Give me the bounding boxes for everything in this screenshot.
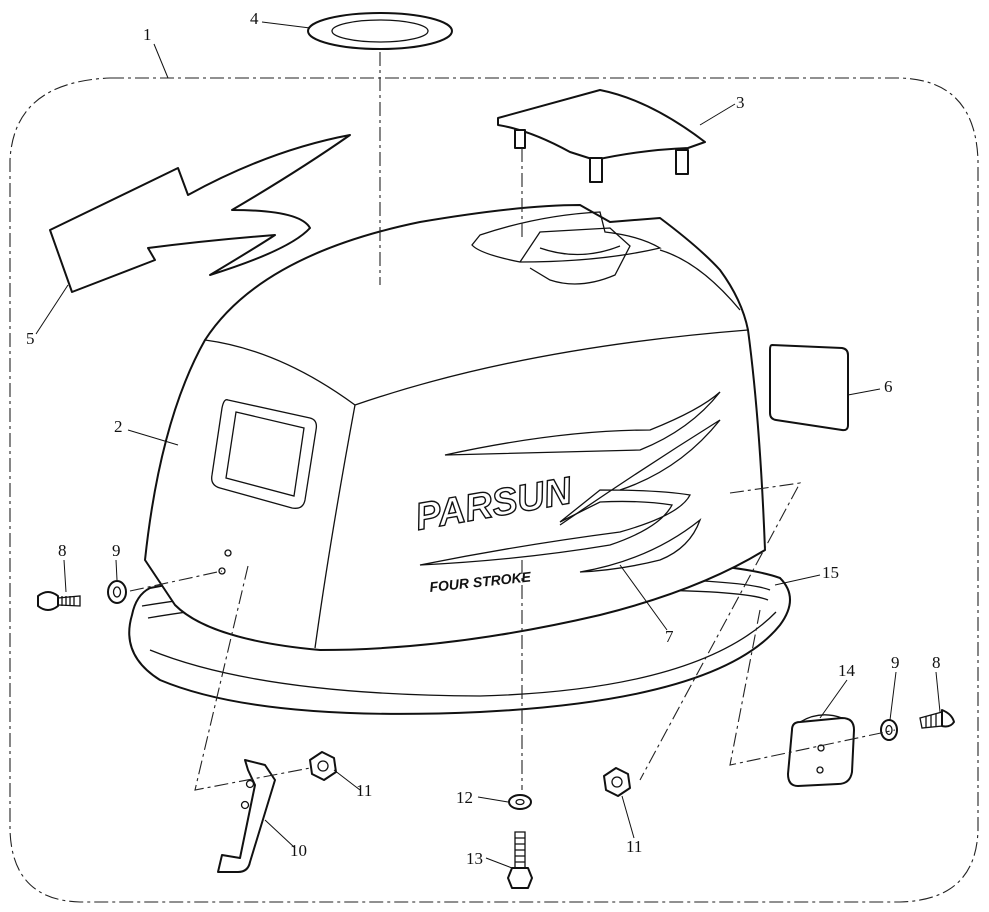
bolt-bottom	[507, 831, 533, 889]
callout-labels: 1 4 3 5 6 2 15 7 8 9 14 9 8 11 10 12 13 …	[26, 9, 941, 868]
screw-right	[919, 709, 955, 729]
callout-1: 1	[143, 25, 152, 44]
washer-bottom	[508, 794, 532, 810]
assembly-boundary	[9, 77, 979, 903]
callout-9-right: 9	[891, 653, 900, 672]
callout-11-left: 11	[356, 781, 372, 800]
square-decal	[769, 344, 849, 432]
top-cowling	[144, 204, 766, 651]
screw-left	[37, 591, 81, 611]
callout-14: 14	[838, 661, 856, 680]
leader-lines	[35, 21, 941, 869]
callout-9-left: 9	[112, 541, 121, 560]
callout-2: 2	[114, 417, 123, 436]
assembly-centerlines	[129, 52, 896, 791]
lightning-decal	[49, 134, 351, 293]
callout-15: 15	[822, 563, 839, 582]
nut-right	[603, 767, 631, 797]
callout-3: 3	[736, 93, 745, 112]
ring-seal	[307, 12, 453, 50]
washer-left	[107, 580, 127, 604]
callout-7: 7	[665, 627, 674, 646]
callout-12: 12	[456, 788, 473, 807]
callout-10: 10	[290, 841, 307, 860]
callout-13: 13	[466, 849, 483, 868]
callout-11-right: 11	[626, 837, 642, 856]
callout-8-left: 8	[58, 541, 67, 560]
callout-4: 4	[250, 9, 259, 28]
washer-right	[880, 719, 898, 741]
callout-6: 6	[884, 377, 893, 396]
top-cap	[497, 89, 706, 183]
nut-left	[309, 751, 337, 781]
rubber-block	[787, 714, 855, 787]
callout-8-right: 8	[932, 653, 941, 672]
callout-5: 5	[26, 329, 35, 348]
bracket	[217, 759, 276, 873]
